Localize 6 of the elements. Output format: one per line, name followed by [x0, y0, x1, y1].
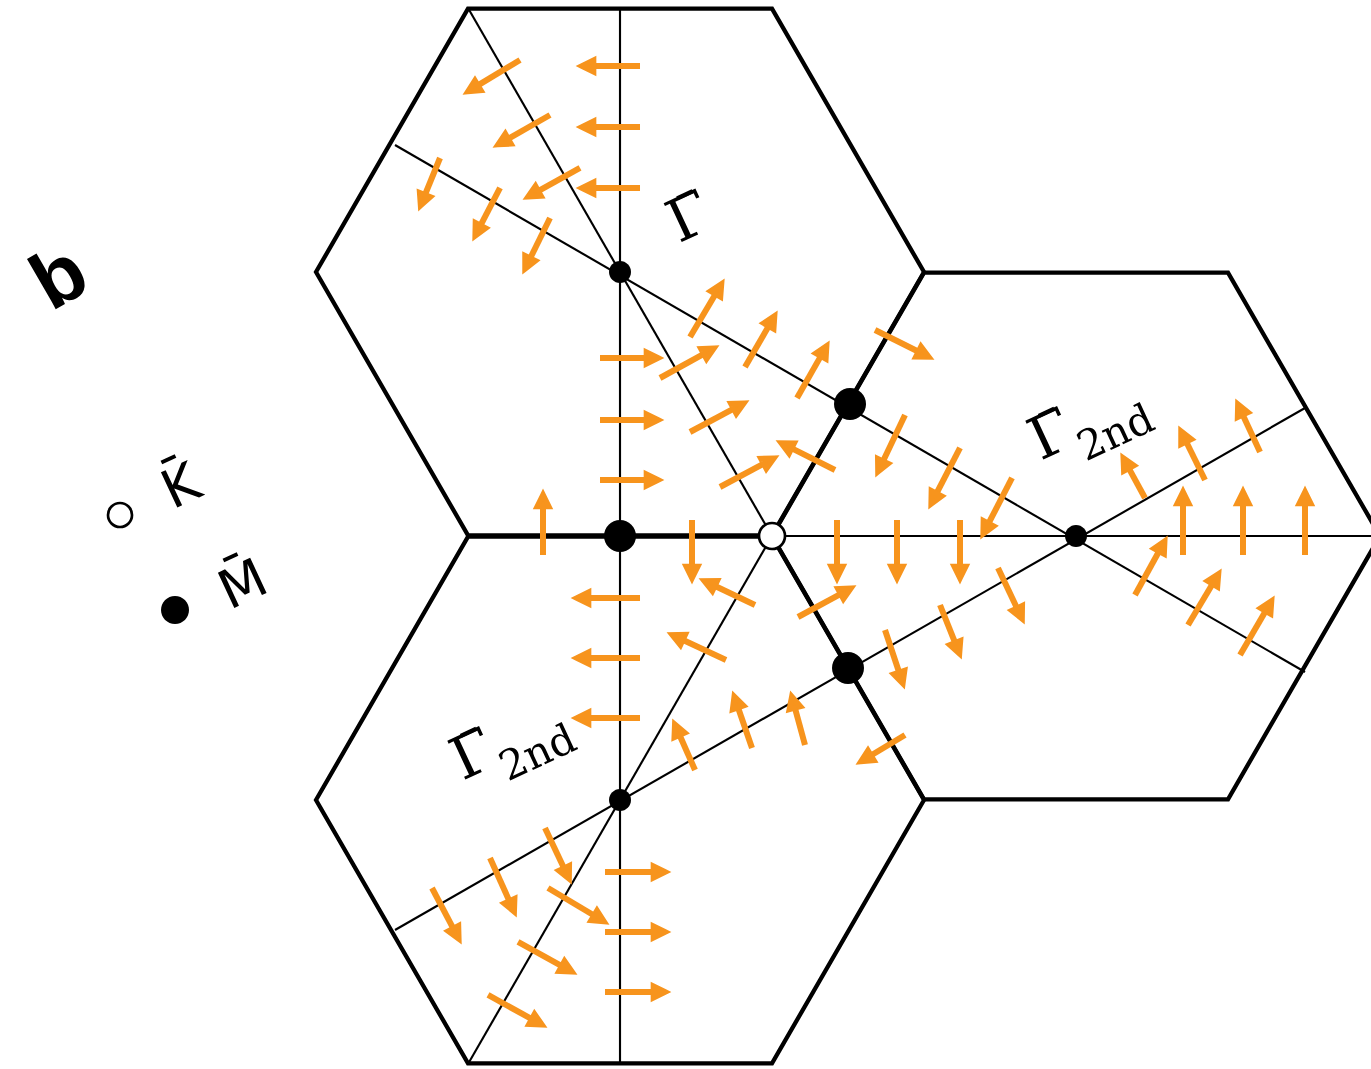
point-label: Γ̄$_{2nd}$: [447, 722, 579, 781]
legend-label: K̄: [160, 454, 206, 508]
point-label: Γ̄$_{2nd}$: [1025, 402, 1157, 461]
point-label: Γ̄: [663, 188, 700, 242]
panel-letter: b: [27, 253, 85, 310]
legend-label: M̄: [217, 552, 267, 608]
